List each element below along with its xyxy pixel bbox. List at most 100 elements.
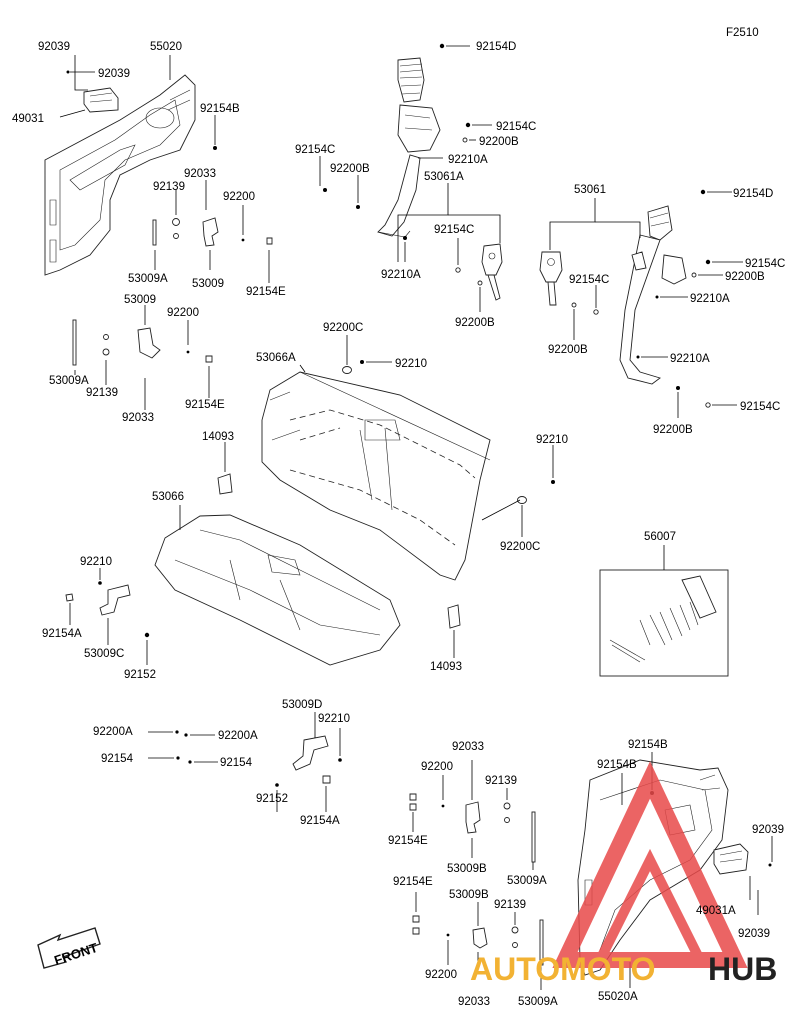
callout-label: 92139 <box>494 899 526 911</box>
callout-label: 92152 <box>124 669 156 681</box>
callout-label: 92210 <box>395 358 427 370</box>
watermark-text-hub: HUB <box>708 951 777 987</box>
callout-label: 92154C <box>295 144 335 156</box>
clip-14093-lower <box>447 604 461 658</box>
callout-label: 92154A <box>300 815 340 827</box>
callout-label: 92154 <box>101 753 134 765</box>
callout-label: 56007 <box>644 531 676 543</box>
callout-label: 92200B <box>455 317 495 329</box>
callout-label: 49031 <box>12 113 44 125</box>
callout-label: 53061A <box>424 171 464 183</box>
callout-label: 92154D <box>733 188 773 200</box>
callout-label: 92154 <box>220 757 253 769</box>
callout-label: 92154C <box>496 121 536 133</box>
callout-label: 92210A <box>381 269 421 281</box>
callout-label: 92154B <box>200 103 240 115</box>
callout-label: 53009A <box>49 375 89 387</box>
callout-label: 92152 <box>256 793 288 805</box>
bracket-53009c <box>65 568 150 665</box>
callout-label: 92154A <box>42 628 82 640</box>
figure-code: F2510 <box>726 27 759 39</box>
callout-label: 92200C <box>323 322 363 334</box>
callout-label: 92154C <box>569 274 609 286</box>
callout-label: 92154B <box>628 739 668 751</box>
leaders-top-left <box>59 55 217 150</box>
callout-label: 92210A <box>690 293 730 305</box>
callout-label: 92033 <box>122 412 154 424</box>
callout-label: 92200 <box>223 191 255 203</box>
callout-label: 92200C <box>500 541 540 553</box>
callout-label: 53009B <box>447 863 487 875</box>
callout-label: 92200B <box>479 136 519 148</box>
callout-label: 92200B <box>548 344 588 356</box>
callout-label: 92200B <box>653 424 693 436</box>
left-side-trim-panel <box>44 74 196 276</box>
callout-label: 55020A <box>598 991 638 1003</box>
callout-label: 92200B <box>330 163 370 175</box>
bracket-53009d <box>148 712 342 812</box>
leaders-bottom-right <box>409 752 773 990</box>
callout-label: 92200 <box>425 969 457 981</box>
seat-belt-buckle-right <box>539 251 563 306</box>
callout-label: 92200 <box>167 307 199 319</box>
callout-label: 92154E <box>185 399 225 411</box>
callout-label: 92200 <box>421 761 453 773</box>
seat-belt-retractor-left <box>377 57 441 238</box>
callout-label: 92210 <box>318 713 350 725</box>
hinge-hardware-lower <box>72 305 213 410</box>
leaders-top-right <box>549 189 743 418</box>
callout-label: 49031A <box>696 905 736 917</box>
callout-label: 92154D <box>476 41 516 53</box>
callout-label: 92039 <box>38 41 70 53</box>
callout-label: 92154E <box>388 835 428 847</box>
callout-label: 92200A <box>93 726 133 738</box>
callout-label: 92033 <box>458 996 490 1008</box>
callout-label: 92139 <box>86 387 118 399</box>
front-direction-arrow: FRONT <box>37 927 101 969</box>
callout-label: 92154B <box>597 759 637 771</box>
callout-labels: 92039 55020 92039 49031 92154B 92033 921… <box>12 41 785 1008</box>
callout-label: 92033 <box>452 741 484 753</box>
callout-label: 92200A <box>218 730 258 742</box>
callout-label: 53009 <box>192 278 224 290</box>
seat-belt-buckle-left <box>481 243 503 301</box>
callout-label: 92154E <box>246 286 286 298</box>
clip-14093-upper <box>217 442 233 495</box>
callout-label: 92210A <box>670 353 710 365</box>
callout-label: 53066A <box>256 352 296 364</box>
buckle-bracket-49031 <box>83 87 119 113</box>
callout-label: 92154E <box>393 876 433 888</box>
callout-label: 53009D <box>282 699 322 711</box>
callout-label: 92210 <box>536 434 568 446</box>
callout-label: 92154C <box>745 258 785 270</box>
callout-label: 53009B <box>449 889 489 901</box>
callout-label: 53009 <box>124 294 156 306</box>
callout-label: 92039 <box>98 68 130 80</box>
callout-label: 53009A <box>518 996 558 1008</box>
callout-label: 92039 <box>738 928 770 940</box>
leaders-seat-back <box>299 335 555 537</box>
seat-belt-assembly-right <box>619 205 687 385</box>
callout-label: 92139 <box>153 181 185 193</box>
callout-label: 92039 <box>752 824 784 836</box>
callout-label: 92033 <box>184 168 216 180</box>
callout-label: 53009A <box>128 273 168 285</box>
callout-label: 53009C <box>84 648 124 660</box>
callout-label: 92139 <box>485 775 517 787</box>
callout-label: 92210A <box>448 154 488 166</box>
seat-bottom-cushion <box>154 505 401 666</box>
callout-label: 53066 <box>152 491 184 503</box>
callout-label: 92154C <box>740 401 780 413</box>
watermark-logo <box>552 761 748 968</box>
callout-label: 53061 <box>574 184 606 196</box>
leaders-top-center <box>319 43 501 312</box>
callout-label: 55020 <box>150 41 182 53</box>
callout-label: 14093 <box>430 661 462 673</box>
hinge-hardware-upper <box>152 180 273 283</box>
callout-label: 92200B <box>725 271 765 283</box>
callout-label: 92154C <box>434 224 474 236</box>
callout-label: 92210 <box>80 556 112 568</box>
seat-back-cushion <box>261 371 491 581</box>
buckle-bracket-49031a <box>713 843 749 875</box>
